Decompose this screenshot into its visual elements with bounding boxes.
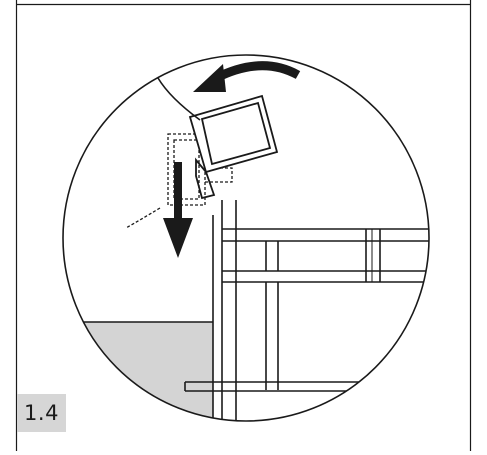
tilted-bracket: [188, 94, 279, 200]
horizontal-beam: [222, 228, 429, 283]
release-cable: [157, 77, 201, 121]
zoom-circle-content: [63, 61, 429, 421]
page-frame: [15, 0, 472, 451]
step-number-label: 1.4: [24, 401, 59, 425]
lower-legs: [265, 282, 279, 390]
bracket-old-position: [125, 133, 233, 229]
curved-rotate-arrow-icon: [193, 61, 301, 92]
vertical-post: [212, 200, 237, 421]
down-arrow-icon: [163, 162, 193, 258]
base-rail: [184, 381, 429, 392]
step-number-badge: 1.4: [17, 394, 66, 432]
zoom-circle: [62, 54, 430, 422]
